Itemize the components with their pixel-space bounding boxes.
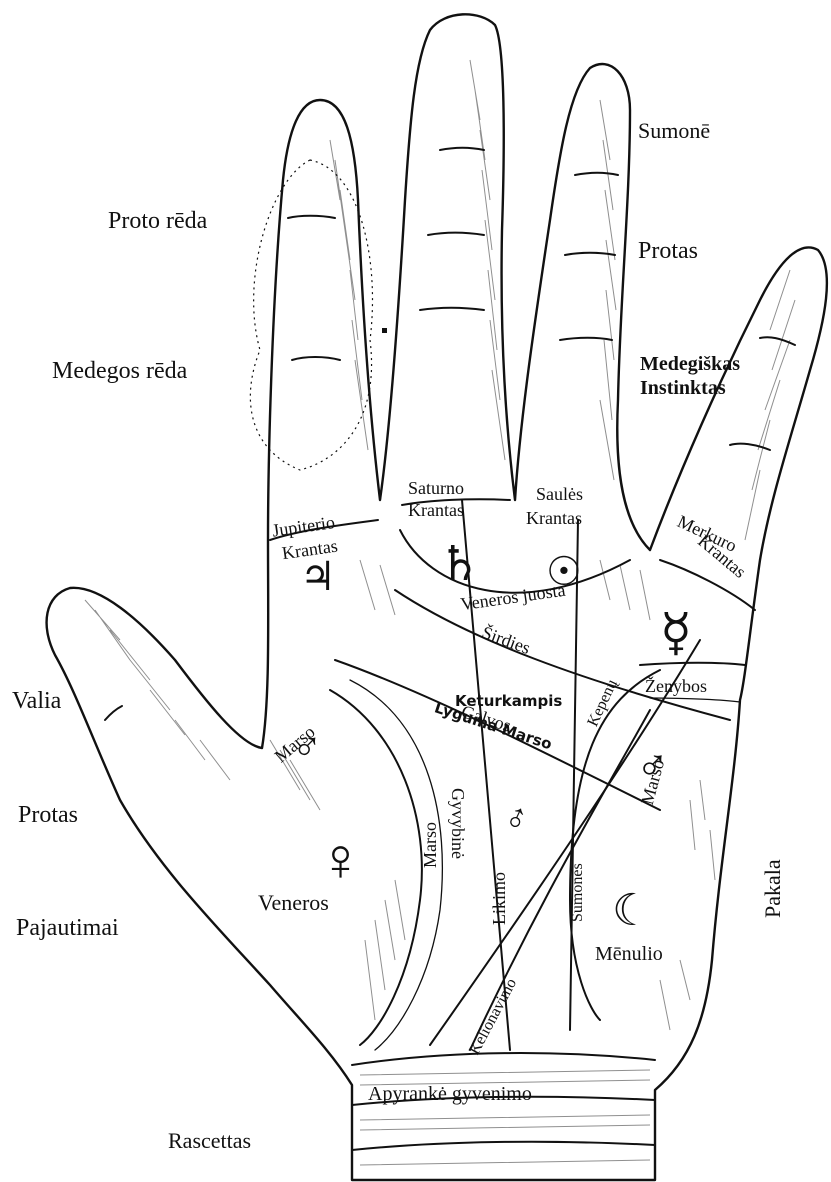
moon-symbol: ☾ — [612, 886, 651, 935]
label-instinktas: Instinktas — [640, 377, 726, 399]
mercury-symbol: ☿ — [660, 605, 692, 662]
label-protas-left: Protas — [18, 802, 78, 828]
label-valia: Valia — [12, 688, 62, 714]
label-krantas-sun: Krantas — [526, 508, 582, 528]
label-pajautimai: Pajautimai — [16, 915, 119, 941]
hand-outline — [47, 14, 827, 1180]
dot-marker — [382, 328, 387, 333]
label-saturno: Saturno — [408, 478, 464, 498]
jupiter-symbol: ♃ — [300, 554, 336, 599]
label-sumone-top: Sumonē — [638, 118, 710, 143]
label-proto-reda: Proto rēda — [108, 208, 208, 234]
label-menulio: Mēnulio — [595, 943, 663, 965]
label-krantas-saturn: Krantas — [408, 500, 464, 520]
label-sumones: Sumonės — [569, 863, 586, 922]
label-sales: Saulės — [536, 484, 583, 504]
label-pakala: Pakala — [760, 859, 785, 918]
label-medegiskas: Medegiškas — [640, 353, 740, 375]
saturn-symbol: ♄ — [438, 538, 481, 591]
label-likimo: Likimo — [489, 872, 509, 925]
label-rascettas: Rascettas — [168, 1128, 251, 1153]
label-gyvybine: Gyvybinė — [448, 788, 468, 859]
label-protas-right: Protas — [638, 238, 698, 264]
label-zenybos: Ženybos — [645, 675, 707, 696]
label-veneros: Veneros — [258, 890, 329, 915]
label-medegos-reda: Medegos rēda — [52, 358, 188, 384]
label-apyranke: Apyrankė gyvenimo — [368, 1083, 532, 1105]
label-marso-plain: Marso — [420, 822, 440, 868]
venus-symbol: ♀ — [318, 827, 363, 893]
